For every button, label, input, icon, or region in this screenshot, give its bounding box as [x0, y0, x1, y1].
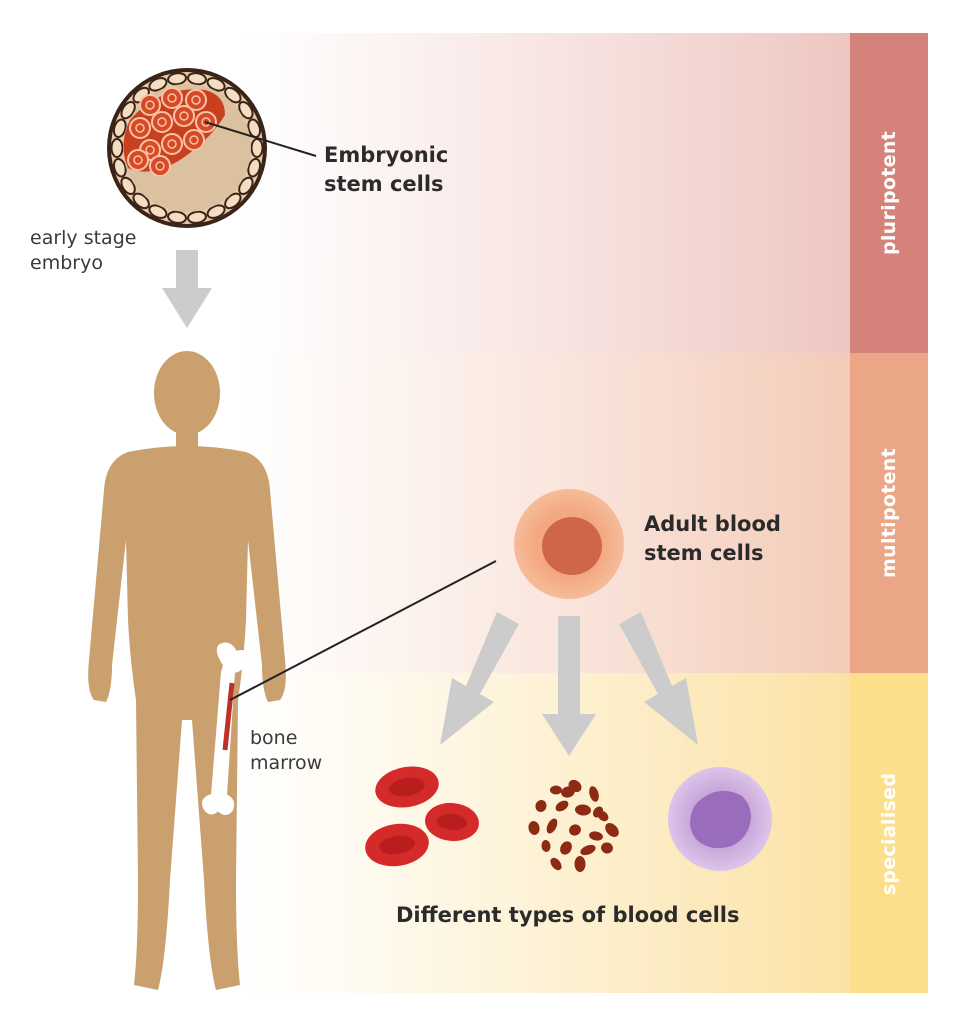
bone-label-line2: marrow	[250, 752, 323, 774]
band-pluripotent-bg	[240, 33, 850, 353]
human-body-icon	[88, 351, 286, 990]
embryonic-pointer-line	[204, 121, 317, 157]
embryo-label-line1: early stage	[30, 227, 137, 249]
adult-stem-cell-icon	[514, 489, 624, 599]
blood-types-label: Different types of blood cells	[396, 903, 740, 927]
band-label-specialised: specialised	[878, 772, 900, 896]
embryo-label: early stage embryo	[30, 226, 136, 276]
down-arrow-icon	[162, 250, 212, 328]
bone-label-line1: bone	[250, 727, 298, 749]
band-label-multipotent: multipotent	[878, 448, 900, 578]
adult-label-line2: stem cells	[644, 541, 764, 565]
bone-marrow-label: bone marrow	[250, 726, 322, 776]
embryonic-label-line1: Embryonic	[324, 143, 449, 167]
arrow-to-white-cell-icon	[619, 612, 698, 745]
embryo-icon	[107, 68, 267, 228]
platelets-icon	[528, 779, 619, 872]
band-bar-pluripotent	[850, 33, 928, 353]
bone-icon	[202, 642, 248, 815]
band-bar-multipotent	[850, 353, 928, 673]
band-label-pluripotent: pluripotent	[878, 130, 900, 256]
adult-label-line1: Adult blood	[644, 512, 781, 536]
band-bar-specialised	[850, 673, 928, 993]
adult-stem-cells-label: Adult blood stem cells	[644, 510, 781, 568]
bone-pointer-line	[229, 560, 497, 701]
embryonic-label-line2: stem cells	[324, 172, 444, 196]
arrow-to-red-cells-icon	[440, 612, 519, 745]
embryonic-stem-cells-label: Embryonic stem cells	[324, 141, 448, 199]
arrow-to-platelets-icon	[542, 616, 596, 756]
white-blood-cell-icon	[668, 767, 772, 871]
embryo-label-line2: embryo	[30, 252, 103, 274]
red-blood-cells-icon	[365, 766, 479, 867]
